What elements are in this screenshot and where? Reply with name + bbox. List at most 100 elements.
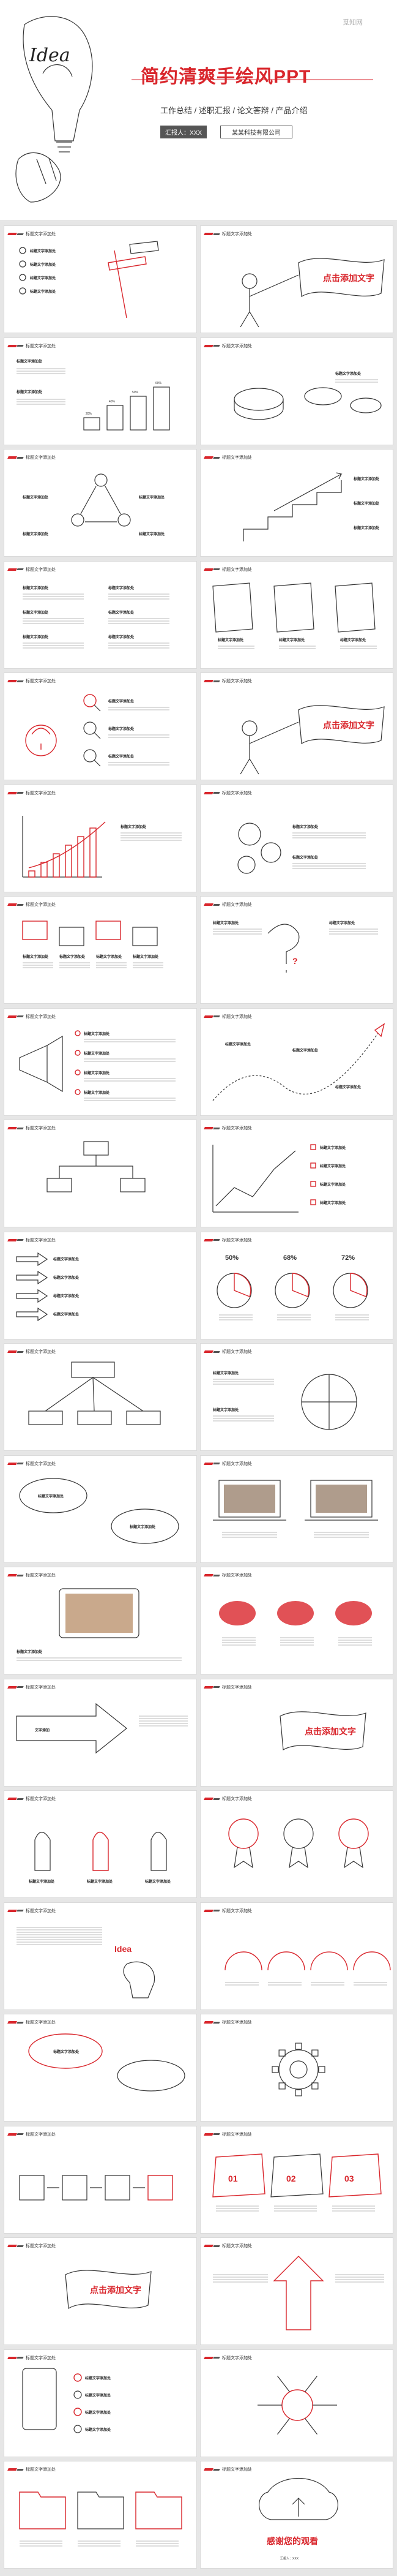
slide-thumbnail[interactable]: 标题文字添加处点击添加文字	[200, 1678, 393, 1787]
slide-title: 标题文字添加处	[222, 679, 252, 684]
brush-mark-icon	[17, 2468, 24, 2471]
slide-header: 标题文字添加处	[7, 454, 56, 461]
slide-text: 标题文字添加处	[335, 1085, 362, 1090]
brush-mark-icon	[213, 1239, 220, 1241]
slide-thumbnail[interactable]: 标题文字添加处标题文字添加处标题文字添加处标题文字添加处标题文字添加处	[4, 449, 197, 557]
slide-illustration: 标题文字添加处标题文字添加处标题文字添加处	[212, 582, 377, 649]
slide-title: 标题文字添加处	[222, 232, 252, 236]
brush-mark-icon	[17, 2357, 24, 2359]
slide-title: 标题文字添加处	[26, 1238, 56, 1243]
slide-thumbnail[interactable]: 标题文字添加处	[4, 2125, 197, 2234]
slide-thumbnail[interactable]: 标题文字添加处标题文字添加处标题文字添加处标题文字添加处标题文字添加处标题文字添…	[4, 560, 197, 669]
slide-thumbnail[interactable]: 标题文字添加处标题文字添加处标题文字添加处标题文字添加处	[200, 560, 393, 669]
slide-thumbnail[interactable]: 标题文字添加处标题文字添加处标题文字添加处标题文字添加处标题文字添加处	[4, 896, 197, 1004]
slide-thumbnail[interactable]: 标题文字添加处标题文字添加处标题文字添加处	[200, 1343, 393, 1451]
slide-thumbnail[interactable]: 标题文字添加处标题文字添加处	[4, 1567, 197, 1674]
slide-header: 标题文字添加处	[204, 2466, 252, 2472]
brush-mark-icon	[7, 1685, 17, 1689]
slide-thumbnail[interactable]: 标题文字添加处标题文字添加处标题文字添加处标题文字添加处标题文字添加处	[200, 1120, 393, 1227]
slide-thumbnail[interactable]: 标题文字添加处标题文字添加处标题文字添加处标题文字添加处标题文字添加处	[4, 225, 197, 333]
slide-thumbnail[interactable]: 标题文字添加处	[200, 2237, 393, 2345]
slide-header: 标题文字添加处	[7, 2019, 56, 2025]
slide-header: 标题文字添加处	[204, 343, 252, 349]
flag-text: 点击添加文字	[305, 1727, 356, 1736]
slide-thumbnail[interactable]: 标题文字添加处 20%40%50%60%标题文字添加处标题文字添加处	[4, 337, 197, 445]
brush-mark-icon	[17, 2021, 24, 2024]
brush-mark-icon	[213, 2245, 220, 2247]
brush-mark-icon	[7, 2468, 17, 2471]
slide-text: 标题文字添加处	[212, 921, 239, 925]
slide-thumbnail[interactable]: 标题文字添加处点击添加文字	[200, 225, 393, 333]
slide-title: 标题文字添加处	[222, 1126, 252, 1131]
slide-text: 标题文字添加处	[319, 1164, 346, 1169]
slide-header: 标题文字添加处	[7, 1461, 56, 1467]
slide-title: 标题文字添加处	[26, 1126, 56, 1131]
slide-thumbnail[interactable]: 标题文字添加处	[4, 2461, 197, 2569]
slide-thumbnail[interactable]: 标题文字添加处标题文字添加处标题文字添加处标题文字添加处	[200, 1007, 393, 1116]
slide-thumbnail[interactable]: 标题文字添加处	[200, 2349, 393, 2457]
slide-illustration: 标题文字添加处标题文字添加处标题文字添加处标题文字添加处	[22, 921, 163, 968]
slide-illustration: 标题文字添加处	[16, 1588, 182, 1661]
slide-thumbnail[interactable]: 标题文字添加处	[200, 1790, 393, 1898]
slide-title: 标题文字添加处	[222, 1573, 252, 1578]
brush-mark-icon	[17, 792, 24, 794]
slide-text: 标题文字添加处	[22, 610, 49, 615]
slide-thumbnail[interactable]: 标题文字添加处	[200, 2014, 393, 2122]
arrow-text: 文字添加	[34, 1728, 50, 1733]
cover-subtitle: 工作总结 / 述职汇报 / 论文答辩 / 产品介绍	[160, 106, 308, 115]
slide-thumbnail[interactable]: 标题文字添加处标题文字添加处	[4, 784, 197, 892]
brush-mark-icon	[7, 903, 17, 906]
brush-mark-icon	[17, 2133, 24, 2135]
slide-illustration: 点击添加文字	[240, 705, 385, 775]
slide-thumbnail[interactable]: 标题文字添加处标题文字添加处标题文字添加处标题文字添加处	[4, 672, 197, 780]
brush-mark-icon	[17, 1574, 24, 1576]
slide-thumbnail[interactable]: 标题文字添加处标题文字添加处标题文字添加处	[4, 1455, 197, 1563]
brush-mark-icon	[213, 2133, 220, 2135]
cover-slide[interactable]: Idea 觅知网 简约清爽手绘风PPT 工作总结 / 述职汇报 / 论文答辩 /…	[0, 0, 397, 221]
slide-thumbnail[interactable]: 标题文字添加处标题文字添加处标题文字添加处标题文字添加处标题文字添加处	[4, 1231, 197, 1339]
brush-mark-icon	[213, 456, 220, 459]
slide-title: 标题文字添加处	[26, 903, 56, 907]
brush-mark-icon	[213, 903, 220, 906]
slide-thumbnail[interactable]: 标题文字添加处点击添加文字	[4, 2237, 197, 2345]
slide-thumbnail[interactable]: 标题文字添加处	[4, 1343, 197, 1451]
slide-thumbnail[interactable]: 标题文字添加处标题文字添加处	[200, 337, 393, 445]
slide-thumbnail[interactable]: 标题文字添加处标题文字添加处标题文字添加处标题文字添加处标题文字添加处	[4, 1007, 197, 1116]
brush-mark-icon	[204, 1909, 213, 1912]
brush-mark-icon	[7, 1909, 17, 1912]
slide-text: 标题文字添加处	[328, 921, 355, 925]
slide-illustration: 点击添加文字	[280, 1711, 366, 1750]
slide-thumbnail[interactable]: 标题文字添加处点击添加文字	[200, 672, 393, 780]
slide-thumbnail[interactable]: 标题文字添加处	[4, 1120, 197, 1227]
slide-illustration: 标题文字添加处标题文字添加处标题文字添加处标题文字添加处	[22, 473, 165, 537]
slide-title: 标题文字添加处	[222, 903, 252, 907]
slide-thumbnail[interactable]: 标题文字添加处感谢您的观看汇报人：XXX	[200, 2461, 393, 2569]
slide-illustration	[219, 1601, 372, 1646]
slide-header: 标题文字添加处	[7, 1684, 56, 1690]
slide-title: 标题文字添加处	[26, 1908, 56, 1913]
slide-thumbnail[interactable]: 标题文字添加处标题文字添加处标题文字添加处标题文字添加处标题文字添加处	[4, 2349, 197, 2457]
slide-text: 标题文字添加处	[108, 610, 135, 615]
slide-thumbnail[interactable]: 标题文字添加处标题文字添加处标题文字添加处	[200, 784, 393, 892]
slide-thumbnail[interactable]: 标题文字添加处?标题文字添加处标题文字添加处	[200, 896, 393, 1004]
brush-mark-icon	[213, 2021, 220, 2024]
slide-thumbnail[interactable]: 标题文字添加处标题文字添加处	[4, 2014, 197, 2122]
brush-mark-icon	[204, 2245, 213, 2247]
slide-illustration: 标题文字添加处标题文字添加处标题文字添加处标题文字添加处标题文字添加处标题文字添…	[22, 586, 169, 648]
slide-title: 标题文字添加处	[26, 344, 56, 348]
brush-mark-icon	[17, 1686, 24, 1688]
slide-thumbnail[interactable]: 标题文字添加处	[200, 1902, 393, 2010]
slide-illustration: 点击添加文字	[65, 2270, 152, 2309]
slide-text: 标题文字添加处	[22, 532, 49, 537]
slide-thumbnail[interactable]: 标题文字添加处标题文字添加处标题文字添加处标题文字添加处	[4, 1790, 197, 1898]
slide-thumbnail[interactable]: 标题文字添加处	[200, 1567, 393, 1674]
slide-text: ?	[292, 956, 298, 966]
slide-thumbnail[interactable]: 标题文字添加处	[200, 1455, 393, 1563]
slide-header: 标题文字添加处	[7, 231, 56, 237]
slide-thumbnail[interactable]: 标题文字添加处标题文字添加处标题文字添加处标题文字添加处	[200, 449, 393, 557]
slide-thumbnail[interactable]: 标题文字添加处文字添加	[4, 1678, 197, 1787]
